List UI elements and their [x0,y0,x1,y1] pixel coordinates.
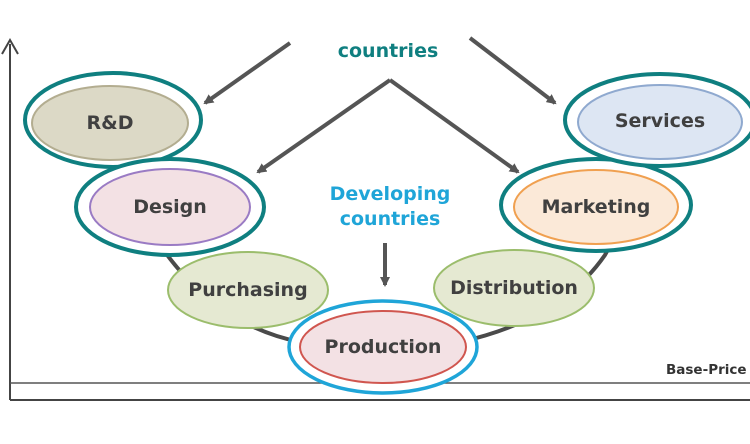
arrow-to-services [468,36,557,105]
purchasing-label: Purchasing [188,279,308,301]
rd-label: R&D [86,112,134,134]
y-axis-arrowhead [1,37,19,55]
design-node [89,168,251,246]
base-price-label: Base-Price [666,362,747,378]
services-node [577,84,743,160]
rd-node [31,85,189,161]
top-countries-label: countries [337,40,439,62]
arrow-to-rd [203,41,292,105]
services-label: Services [614,110,706,132]
developing-countries-label: Developing countries [315,182,465,232]
developing-line-1: Developing [329,183,451,205]
distribution-label: Distribution [450,277,578,299]
distribution-node [433,249,595,327]
marketing-label: Marketing [541,196,651,218]
production-label: Production [324,336,442,358]
design-label: Design [133,196,207,218]
production-node [299,310,467,384]
arrow-to-marketing [388,78,520,174]
developing-line-2: countries [339,208,441,230]
purchasing-node [167,251,329,329]
arrow-to-design [256,78,392,174]
marketing-node [513,169,679,245]
